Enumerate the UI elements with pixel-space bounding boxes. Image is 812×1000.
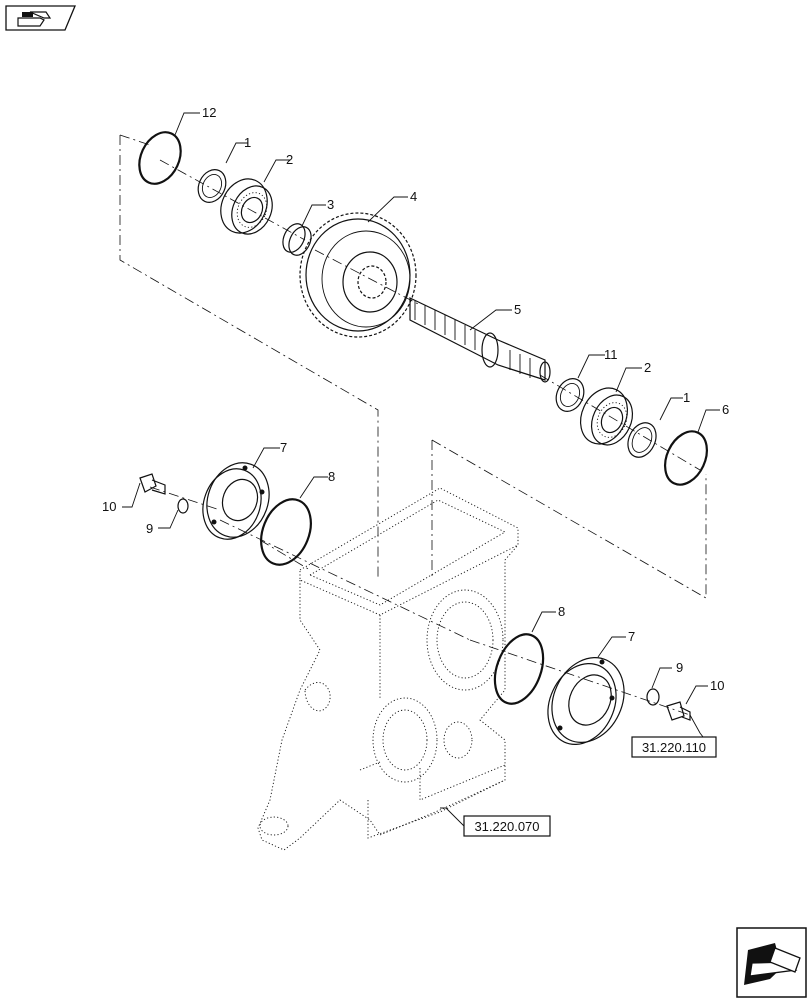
callout-7-right[interactable]: 7 bbox=[628, 629, 635, 644]
part-2-bearing-mid[interactable] bbox=[572, 380, 640, 451]
reference-label-070: 31.220.070 bbox=[474, 819, 539, 834]
callout-9-left[interactable]: 9 bbox=[146, 521, 153, 536]
part-1-spacer-top[interactable] bbox=[193, 165, 231, 207]
next-page-icon bbox=[744, 943, 801, 985]
part-7-flange-right[interactable] bbox=[535, 646, 637, 756]
next-page-button[interactable] bbox=[736, 927, 807, 998]
callout-8-right[interactable]: 8 bbox=[558, 604, 565, 619]
callout-1-top[interactable]: 1 bbox=[244, 135, 251, 150]
previous-page-icon bbox=[17, 11, 52, 27]
part-8-oring-right[interactable] bbox=[486, 628, 552, 711]
part-8-oring-left[interactable] bbox=[252, 492, 320, 572]
callout-labels: 12 1 2 3 4 5 11 2 1 6 7 8 10 9 8 7 9 10 bbox=[102, 105, 729, 693]
callout-5[interactable]: 5 bbox=[514, 302, 521, 317]
part-1-spacer-mid[interactable] bbox=[623, 418, 662, 462]
reference-label-110: 31.220.110 bbox=[642, 740, 706, 755]
callout-11[interactable]: 11 bbox=[604, 347, 618, 362]
part-10-bolt-left[interactable] bbox=[139, 473, 166, 495]
callout-10-right[interactable]: 10 bbox=[710, 678, 724, 693]
part-5-shaft[interactable] bbox=[409, 297, 551, 383]
part-12-circlip[interactable] bbox=[131, 125, 188, 190]
callout-8-left[interactable]: 8 bbox=[328, 469, 335, 484]
part-11-spacer[interactable] bbox=[551, 374, 589, 416]
part-9-washer-right[interactable] bbox=[646, 688, 660, 706]
reference-link-31-220-070[interactable]: 31.220.070 bbox=[463, 815, 551, 837]
part-4-gear[interactable] bbox=[299, 212, 417, 338]
callout-6[interactable]: 6 bbox=[722, 402, 729, 417]
leader-lines bbox=[122, 112, 720, 827]
part-9-washer-left[interactable] bbox=[177, 498, 189, 514]
reference-link-31-220-110[interactable]: 31.220.110 bbox=[631, 736, 717, 758]
callout-2-mid[interactable]: 2 bbox=[644, 360, 651, 375]
part-3-sleeve[interactable] bbox=[279, 220, 316, 259]
callout-3[interactable]: 3 bbox=[327, 197, 334, 212]
assembly-guide-lines bbox=[119, 134, 707, 716]
gearbox-housing bbox=[257, 487, 519, 851]
callout-2-top[interactable]: 2 bbox=[286, 152, 293, 167]
part-6-circlip[interactable] bbox=[657, 425, 715, 492]
part-2-bearing-top[interactable] bbox=[212, 171, 280, 240]
callout-10-left[interactable]: 10 bbox=[102, 499, 116, 514]
callout-9-right[interactable]: 9 bbox=[676, 660, 683, 675]
part-7-flange-left[interactable] bbox=[193, 454, 279, 547]
callout-12[interactable]: 12 bbox=[202, 105, 216, 120]
previous-page-button[interactable] bbox=[5, 5, 76, 31]
part-10-bolt-right[interactable] bbox=[666, 701, 691, 721]
callout-4[interactable]: 4 bbox=[410, 189, 417, 204]
callout-1-mid[interactable]: 1 bbox=[683, 390, 690, 405]
callout-7-left[interactable]: 7 bbox=[280, 440, 287, 455]
